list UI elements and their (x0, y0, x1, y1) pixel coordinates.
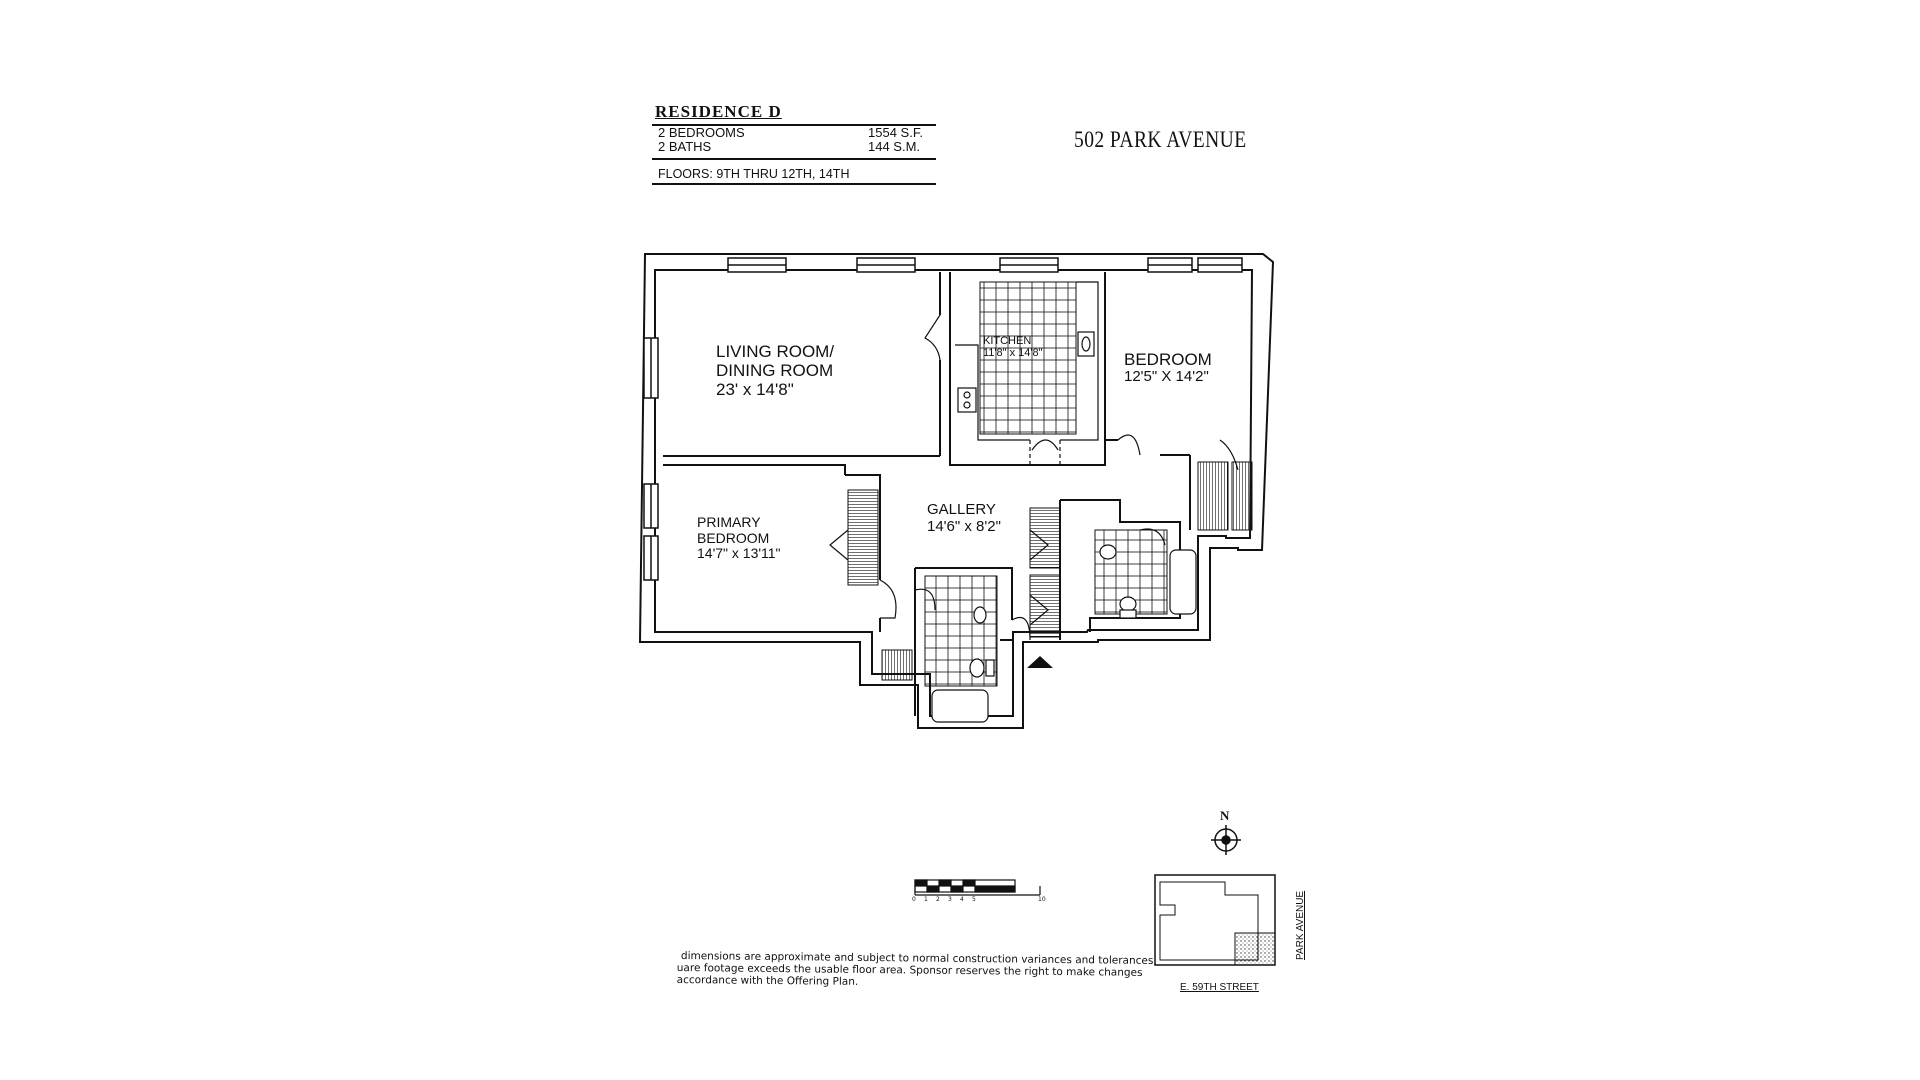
living-room-dimensions: 23' x 14'8" (716, 380, 794, 400)
room-label-kitchen: KITCHEN 11'8" x 14'8" (983, 335, 1043, 360)
closet-gallery-2 (1029, 574, 1061, 638)
scale-tick-0: 0 (912, 896, 916, 903)
bathtub-2 (1169, 549, 1197, 615)
bath-tile-floor (924, 575, 998, 687)
bedroom-dimensions: 12'5" X 14'2" (1124, 368, 1209, 386)
bath-count: 2 BATHS (658, 139, 712, 154)
compass-icon (1211, 825, 1241, 855)
residence-title: RESIDENCE D (655, 102, 782, 121)
scale-bar (914, 879, 1041, 896)
closet-bedroom-2 (1231, 461, 1253, 531)
primary-bedroom-name-2: BEDROOM (697, 529, 770, 546)
exterior-wall (638, 253, 1275, 729)
59th-street-label: E. 59TH STREET (1180, 982, 1259, 993)
scale-tick-10: 10 (1038, 896, 1046, 903)
scale-tick-2: 2 (936, 896, 940, 903)
scale-tick-1: 1 (924, 896, 928, 903)
building-address: 502 PARK AVENUE (1074, 127, 1247, 152)
disclaimer: dimensions are approximate and subject t… (677, 950, 1157, 991)
compass-north-label: N (1220, 808, 1230, 823)
room-label-living: LIVING ROOM/ DINING ROOM 23' x 14'8" (716, 342, 834, 399)
room-label-primary: PRIMARY BEDROOM 14'7" x 13'11" (697, 514, 781, 562)
kitchen-name: KITCHEN (983, 335, 1032, 347)
closet-bedroom (1197, 461, 1229, 531)
primary-bedroom-dimensions: 14'7" x 13'11" (697, 545, 781, 562)
park-avenue-label: PARK AVENUE (1295, 890, 1306, 960)
floors-info: FLOORS: 9TH THRU 12TH, 14TH (658, 167, 850, 181)
kitchen-dimensions: 11'8" x 14'8" (983, 347, 1043, 360)
bathtub-1 (931, 689, 989, 723)
room-label-bedroom: BEDROOM 12'5" X 14'2" (1124, 350, 1212, 386)
site-map (1154, 874, 1276, 966)
room-label-gallery: GALLERY 14'6" x 8'2" (927, 501, 1001, 536)
dining-room-name: DINING ROOM (716, 361, 834, 381)
closet-gallery-1 (1029, 507, 1061, 569)
header-rule-bottom (652, 183, 936, 185)
scale-tick-3: 3 (948, 896, 952, 903)
entry-arrow (1027, 656, 1053, 668)
header-rule-middle (652, 158, 936, 160)
primary-bedroom-name-1: PRIMARY (697, 514, 761, 530)
closet-primary-2 (881, 649, 913, 681)
living-room-name: LIVING ROOM/ (716, 342, 835, 361)
bedroom-name: BEDROOM (1124, 350, 1212, 369)
gallery-name: GALLERY (927, 501, 996, 518)
area-square-feet: 1554 S.F. (868, 125, 923, 140)
header-rule-top (652, 124, 936, 126)
scale-tick-4: 4 (960, 896, 964, 903)
scale-tick-5: 5 (972, 896, 976, 903)
area-square-meters: 144 S.M. (868, 139, 921, 154)
closet-primary (847, 489, 879, 586)
bedroom-count: 2 BEDROOMS (658, 125, 745, 140)
kitchen-tile-floor (979, 281, 1077, 435)
gallery-dimensions: 14'6" x 8'2" (927, 517, 1001, 535)
